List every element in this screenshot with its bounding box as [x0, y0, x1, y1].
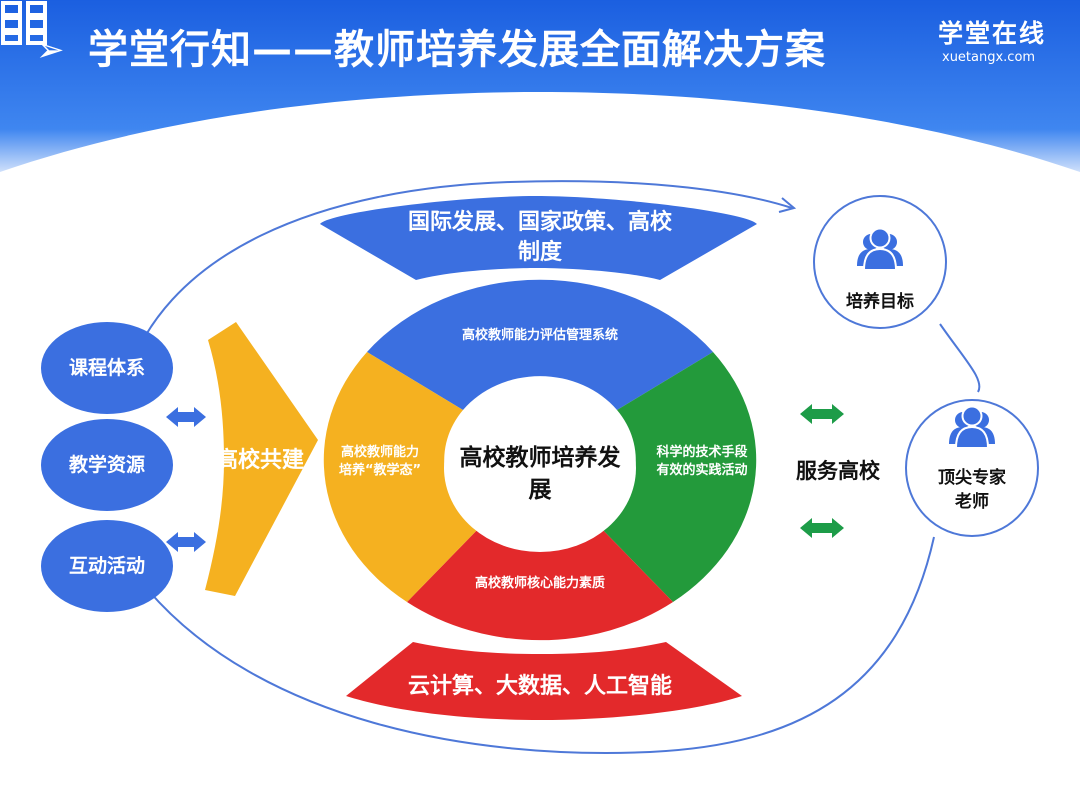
- outer-orbit-lower-path: [147, 536, 935, 754]
- outer-orbit-arrowhead: [778, 197, 797, 213]
- header-background: [0, 0, 1080, 172]
- ring-segment-left: [323, 352, 481, 602]
- right-connector-line: [939, 323, 981, 393]
- ring-center: [444, 384, 636, 552]
- ring-segment-top: [367, 279, 713, 410]
- right-double-arrow-2: [800, 518, 844, 538]
- bottom-banner-shape: [346, 642, 742, 720]
- right-node-expert-teachers[interactable]: [905, 399, 1039, 537]
- right-double-arrow-1: [800, 404, 844, 424]
- left-item-bubble-curriculum[interactable]: [41, 322, 173, 414]
- outer-orbit-path: [121, 180, 793, 394]
- left-double-arrow-1: [166, 407, 206, 427]
- top-banner-shape: [320, 196, 757, 280]
- xuetangx-logo-icon: [1, 1, 47, 45]
- left-chevron-shape: [205, 322, 318, 596]
- ring-segment-right: [599, 352, 757, 602]
- page-title: 学堂行知——教师培养发展全面解决方案: [88, 27, 826, 73]
- logo-url: xuetangx.com: [942, 50, 1036, 65]
- left-item-bubble-resources[interactable]: [41, 419, 173, 511]
- ring-segment-bottom: [407, 526, 673, 641]
- header-banner: ➢ 学堂行知——教师培养发展全面解决方案 学堂在线 xuetangx.com: [0, 0, 1080, 175]
- bullet-arrow-icon: ➢: [36, 30, 65, 70]
- left-item-bubble-activities[interactable]: [41, 520, 173, 612]
- left-double-arrow-2: [166, 532, 206, 552]
- logo-name: 学堂在线: [938, 19, 1047, 48]
